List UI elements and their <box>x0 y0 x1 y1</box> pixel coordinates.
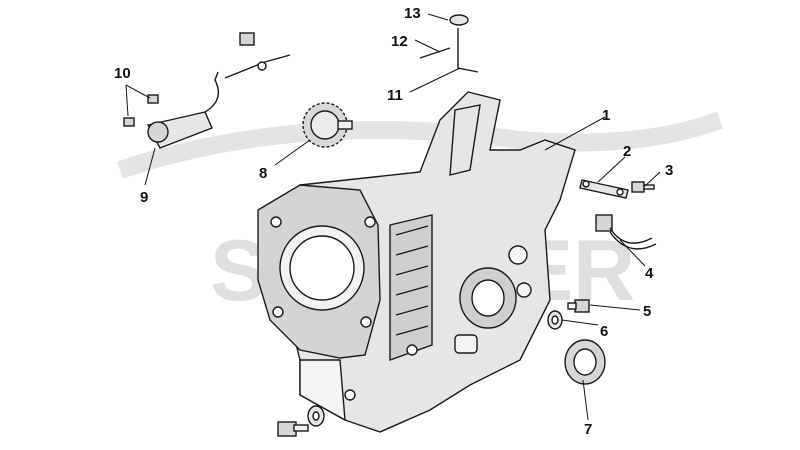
callout-9: 9 <box>140 189 148 206</box>
washer-6 <box>547 310 563 330</box>
callout-7: 7 <box>584 421 592 438</box>
gear <box>302 102 353 148</box>
oil-sensor <box>595 214 657 250</box>
callout-10: 10 <box>114 65 131 82</box>
screws-10 <box>123 94 159 127</box>
washer-13 <box>449 14 469 26</box>
callout-13: 13 <box>404 5 421 22</box>
callout-3: 3 <box>665 162 673 179</box>
drain-plug <box>567 299 590 313</box>
callout-5: 5 <box>643 303 651 320</box>
cotter-pin <box>419 47 451 59</box>
bottom-bolt <box>277 405 325 437</box>
callout-labels: 1 2 3 4 5 6 7 8 9 10 11 12 13 <box>114 5 673 438</box>
callout-1: 1 <box>602 107 610 124</box>
callout-8: 8 <box>259 165 267 182</box>
callout-12: 12 <box>391 33 408 50</box>
callout-6: 6 <box>600 323 608 340</box>
crankcase <box>257 91 576 433</box>
bracket-plate <box>579 179 629 199</box>
governor-assembly <box>146 32 291 149</box>
leader-lines <box>125 13 661 421</box>
callout-2: 2 <box>623 143 631 160</box>
callout-4: 4 <box>645 265 654 282</box>
bolt-3 <box>631 181 655 193</box>
callout-11: 11 <box>387 87 403 104</box>
oil-seal <box>564 339 606 385</box>
governor-shaft <box>457 28 479 73</box>
